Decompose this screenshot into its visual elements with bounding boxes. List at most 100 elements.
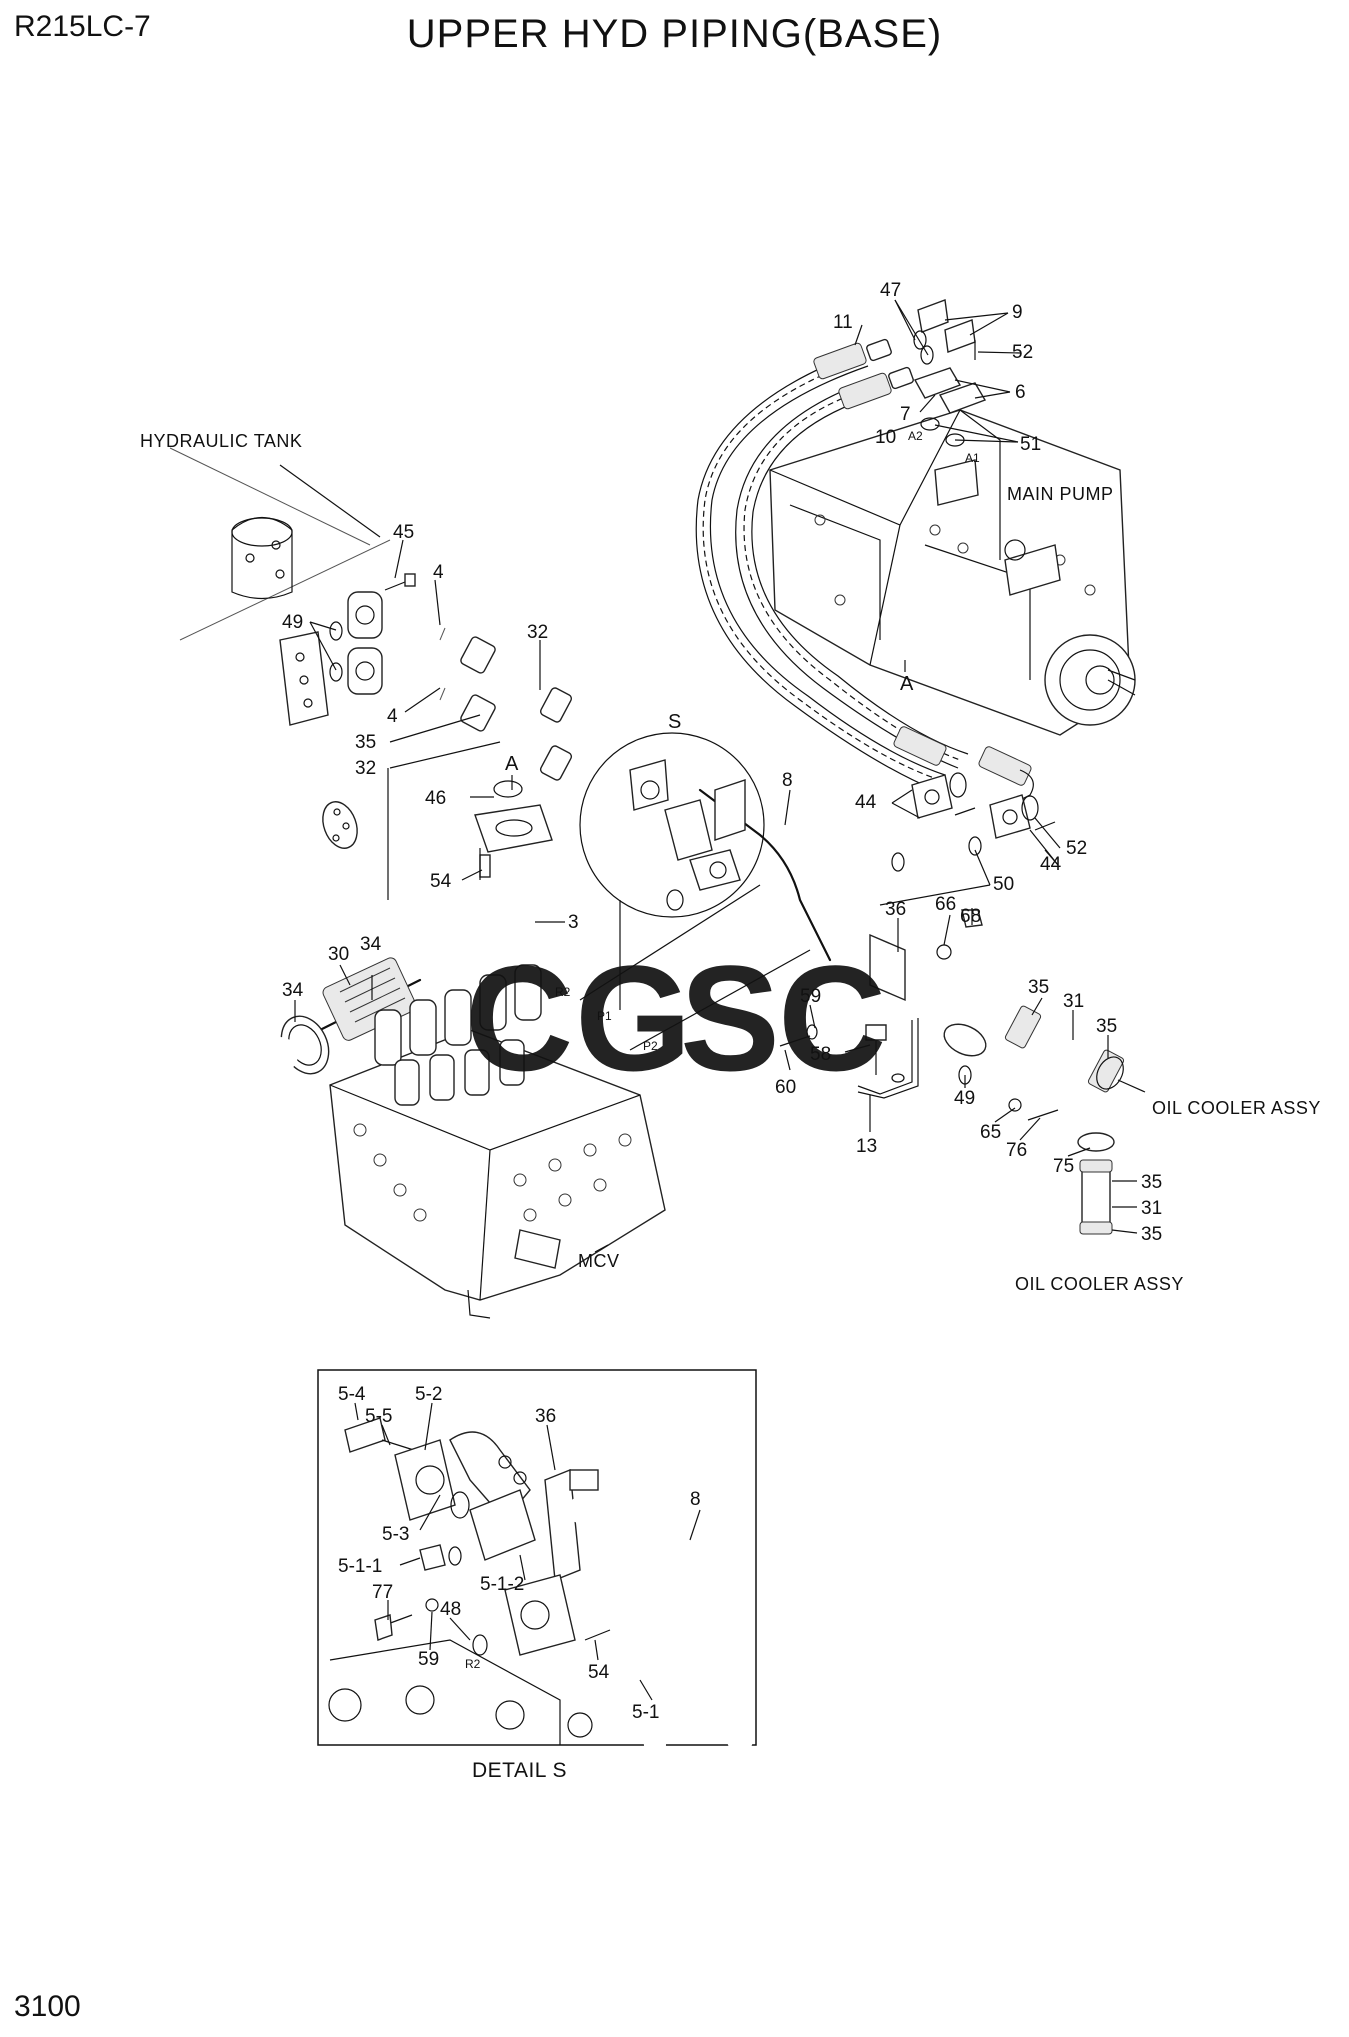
callout-44-right: 44 (1040, 854, 1062, 875)
callout-labels: 11 47 9 52 6 7 10 51 45 4 49 32 4 35 32 … (282, 280, 1162, 1245)
callout-60: 60 (775, 1077, 796, 1098)
view-mark-a-pump: A (900, 673, 914, 695)
detail-callout-48: 48 (440, 1599, 461, 1620)
main-pump-illustration (769, 409, 1136, 736)
callout-68: 68 (960, 906, 981, 927)
callout-leaders (294, 299, 1146, 1253)
detail-callout-36: 36 (535, 1406, 556, 1427)
caption-oil-cooler-assy-1: OIL COOLER ASSY (1152, 1098, 1321, 1118)
callout-32-left: 32 (355, 758, 376, 779)
page-number: 3100 (14, 1990, 81, 2023)
detail-callout-5-5: 5-5 (365, 1406, 392, 1427)
callout-11: 11 (833, 312, 853, 333)
cgsc-watermark: C G S C (465, 934, 886, 1102)
callout-7: 7 (900, 404, 911, 425)
callout-32-top: 32 (527, 622, 548, 643)
callout-4-top: 4 (433, 562, 444, 583)
detail-s-box (317, 1369, 757, 1756)
callout-54: 54 (430, 871, 452, 892)
cooler-pipe-36 (867, 933, 1115, 1152)
callout-44-left: 44 (855, 792, 877, 813)
detail-callout-5-2: 5-2 (415, 1384, 442, 1405)
port-a1: A1 (965, 451, 980, 465)
callout-10: 10 (875, 427, 896, 448)
watermark-letter-s: S (680, 934, 780, 1102)
oil-cooler-hose-31-upper (1004, 1005, 1125, 1093)
callout-66: 66 (935, 894, 956, 915)
pump-pressure-hoses (695, 338, 1034, 801)
caption-oil-cooler-assy-2: OIL COOLER ASSY (1015, 1274, 1184, 1294)
page-title: UPPER HYD PIPING(BASE) (406, 12, 943, 56)
hydraulic-tank-illustration (169, 447, 391, 641)
round-flange-plate (322, 801, 358, 849)
callout-52-right: 52 (1066, 838, 1087, 859)
callout-51: 51 (1020, 434, 1041, 455)
detail-callout-5-1: 5-1 (632, 1702, 659, 1723)
callout-46: 46 (425, 788, 446, 809)
diagram-captions: HYDRAULIC TANK MAIN PUMP MCV OIL COOLER … (140, 429, 1321, 1782)
callout-47: 47 (880, 280, 901, 301)
callout-35-left: 35 (355, 732, 376, 753)
callout-45: 45 (393, 522, 414, 543)
detail-callout-77: 77 (372, 1582, 393, 1603)
detail-callout-5-1-2: 5-1-2 (480, 1574, 524, 1595)
detail-port-r2: R2 (465, 1657, 481, 1671)
port-r2: R2 (555, 985, 571, 999)
callout-35-lower-bottom: 35 (1141, 1224, 1162, 1245)
callout-6: 6 (1015, 382, 1026, 403)
callout-9: 9 (1012, 302, 1023, 323)
callout-34-mid: 34 (360, 934, 382, 955)
view-mark-a-top: A (505, 753, 519, 775)
callout-35-lower-top: 35 (1141, 1172, 1162, 1193)
detail-callout-5-3: 5-3 (382, 1524, 409, 1545)
callout-52-top: 52 (1012, 342, 1033, 363)
model-number: R215LC-7 (14, 10, 151, 43)
callout-13: 13 (856, 1136, 877, 1157)
callout-8: 8 (782, 770, 793, 791)
main-return-pipe-8 (609, 729, 906, 1011)
detail-callout-labels: 5-4 5-2 5-5 36 8 5-3 5-1-1 5-1-2 77 48 5… (338, 1384, 701, 1723)
watermark-letter-c1: C (465, 934, 573, 1102)
callout-31-lower: 31 (1141, 1198, 1162, 1219)
callout-59: 59 (800, 986, 821, 1007)
port-a2: A2 (908, 429, 923, 443)
callout-35-upper-right: 35 (1096, 1016, 1117, 1037)
tank-flange-plate (279, 631, 329, 726)
callout-76: 76 (1006, 1140, 1027, 1161)
detail-callout-54: 54 (588, 1662, 610, 1683)
caption-mcv: MCV (578, 1251, 620, 1271)
detail-callout-5-4: 5-4 (338, 1384, 366, 1405)
detail-s-circle (579, 732, 811, 1051)
callout-30: 30 (328, 944, 349, 965)
callout-75: 75 (1053, 1156, 1074, 1177)
oil-cooler-hose-31-lower (1079, 1159, 1113, 1235)
pump-elbow-fittings (913, 299, 987, 447)
watermark-letter-g: G (575, 934, 692, 1102)
callout-34-left: 34 (282, 980, 304, 1001)
mcv-illustration (329, 964, 666, 1319)
view-mark-s: S (668, 711, 681, 733)
callout-4-bottom: 4 (387, 706, 398, 727)
caption-hydraulic-tank: HYDRAULIC TANK (140, 431, 302, 451)
callout-49-left: 49 (282, 612, 303, 633)
callout-31-upper: 31 (1063, 991, 1084, 1012)
callout-35-upper: 35 (1028, 977, 1049, 998)
callout-3: 3 (568, 912, 579, 933)
detail-callout-8: 8 (690, 1489, 701, 1510)
callout-36: 36 (885, 899, 906, 920)
return-pipes (347, 589, 633, 795)
detail-callout-5-1-1: 5-1-1 (338, 1556, 382, 1577)
port-p2: P2 (643, 1039, 658, 1053)
callout-65: 65 (980, 1122, 1001, 1143)
callout-50: 50 (993, 874, 1014, 895)
small-fasteners (329, 573, 1059, 1121)
caption-main-pump: MAIN PUMP (1007, 484, 1114, 504)
callout-58: 58 (810, 1044, 831, 1065)
watermark-letter-c2: C (778, 934, 886, 1102)
bracket-13 (857, 1018, 919, 1099)
caption-detail-s: DETAIL S (472, 1759, 567, 1782)
detail-callout-59: 59 (418, 1649, 439, 1670)
port-p1: P1 (597, 1009, 612, 1023)
